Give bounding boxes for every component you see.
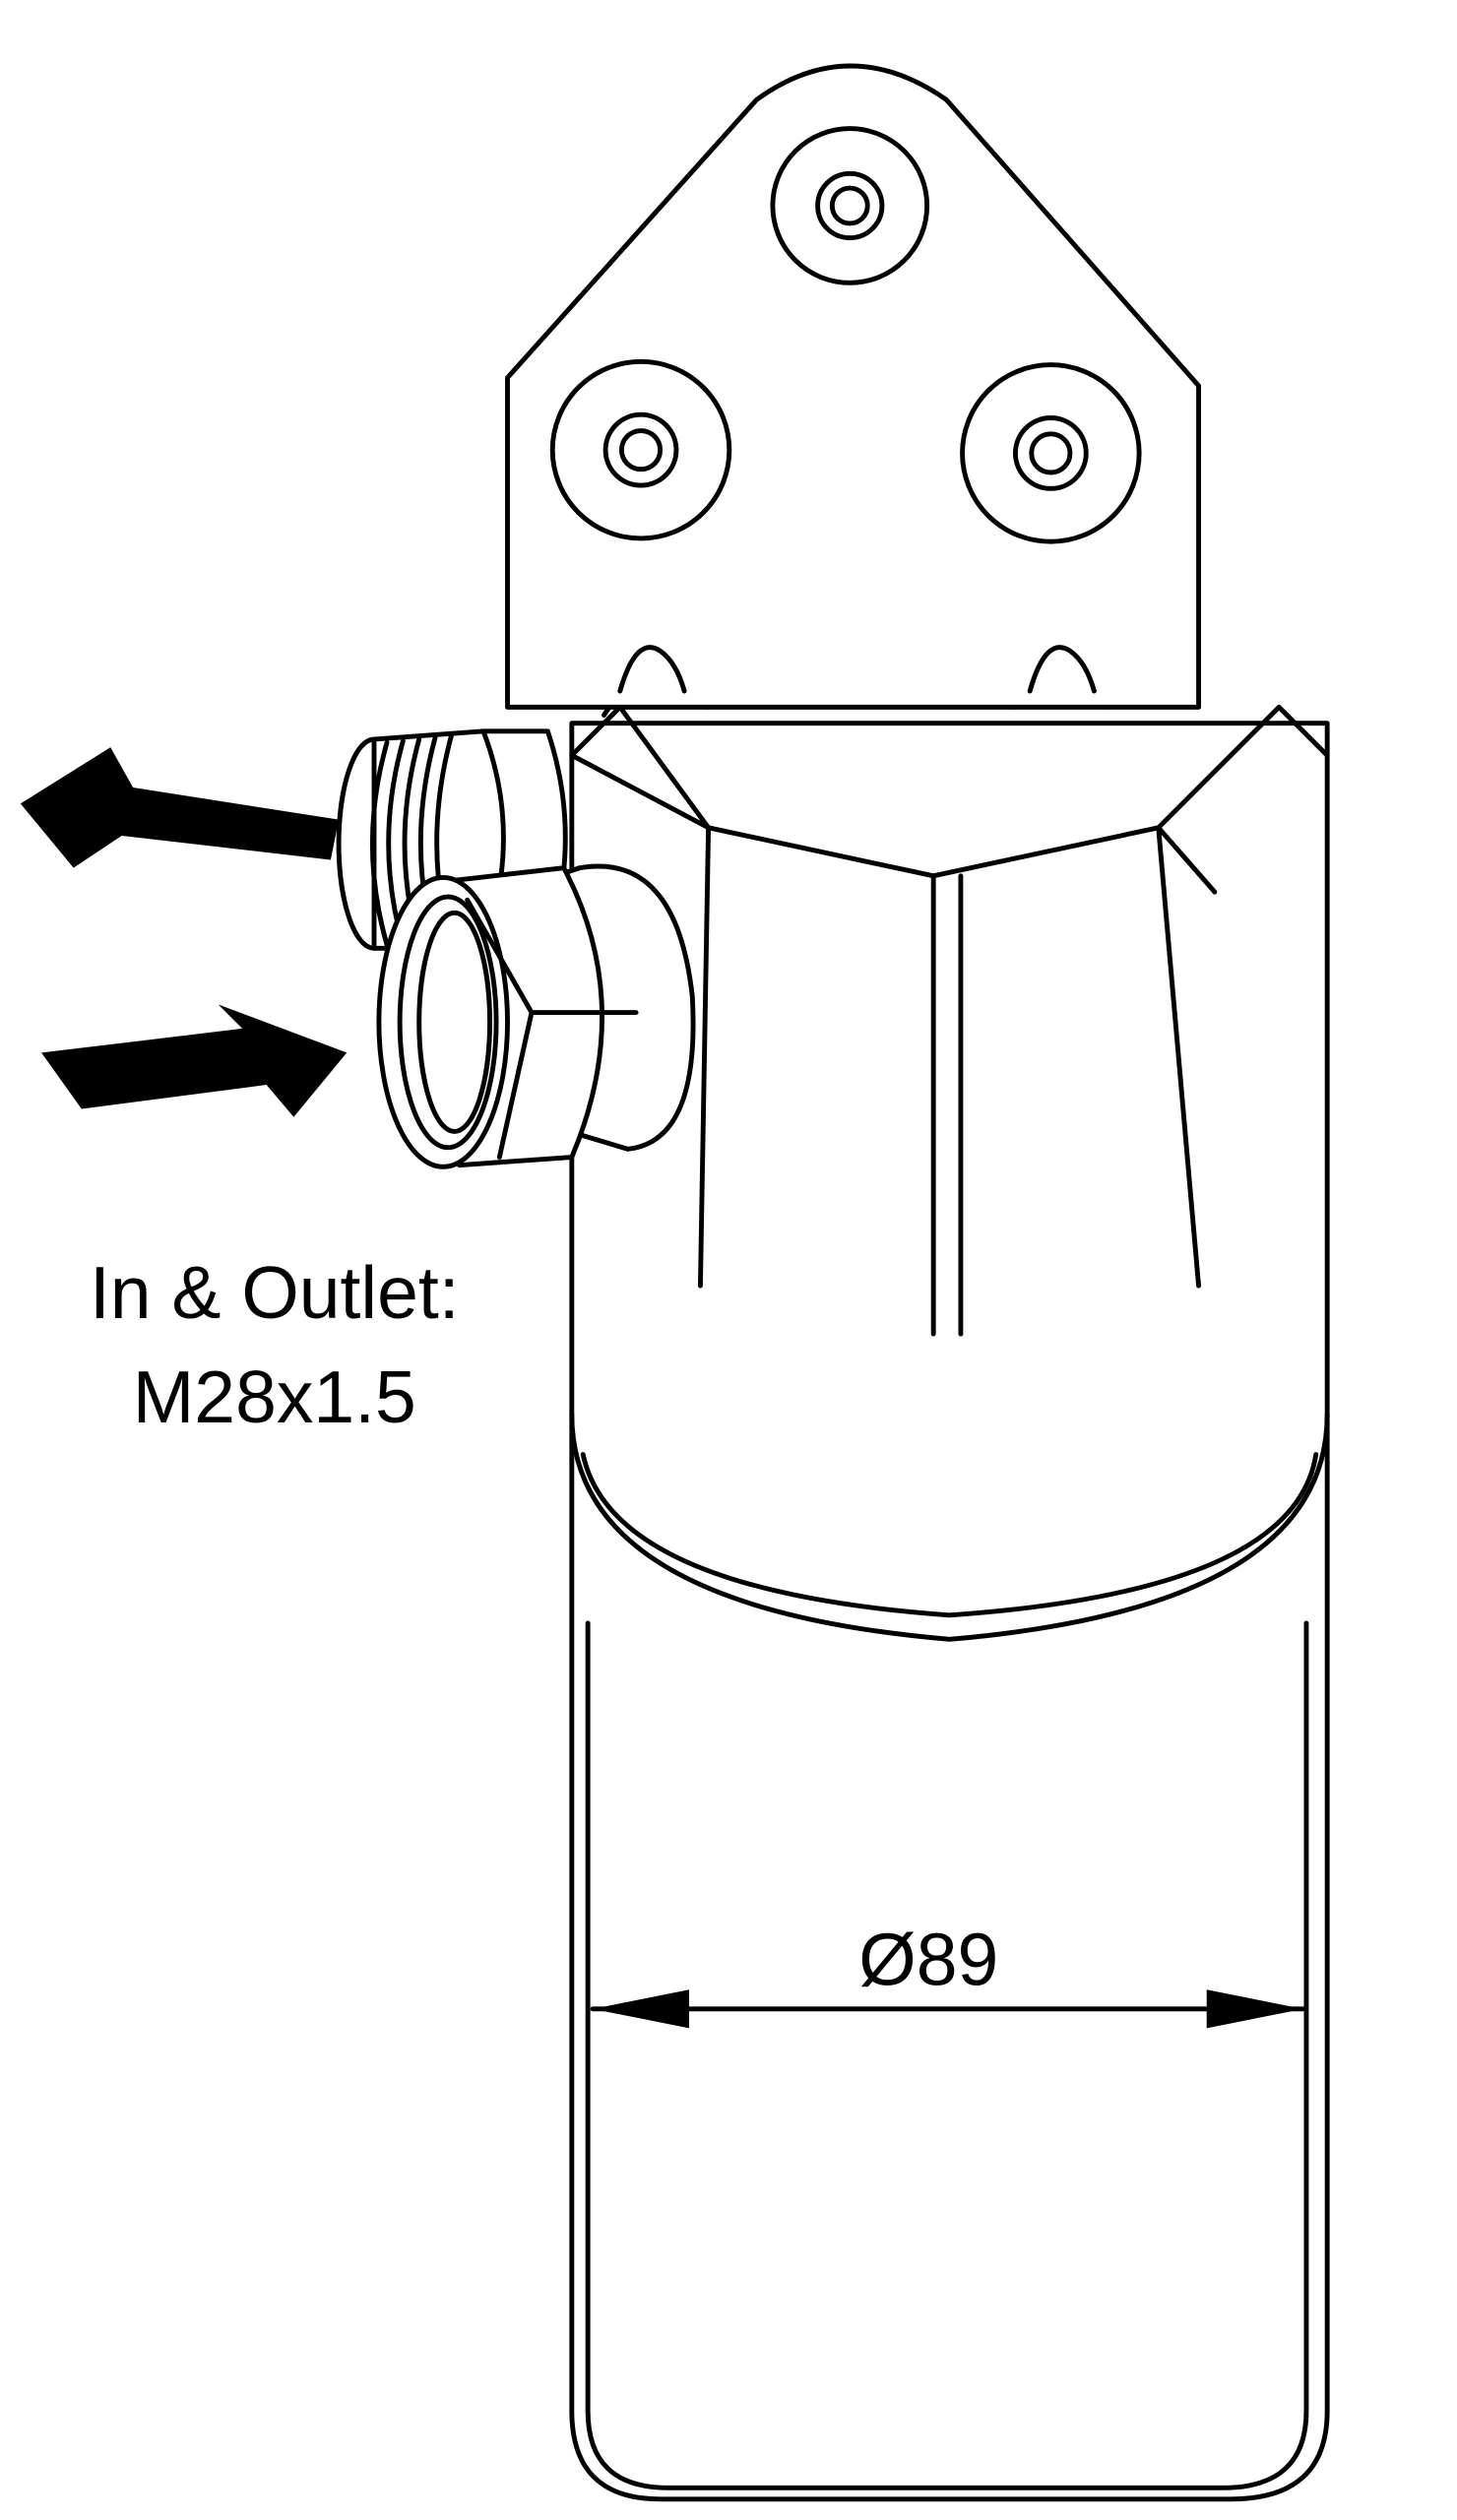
- mounting-bracket: [505, 63, 1201, 710]
- inlet-arrow-icon: [41, 1004, 348, 1117]
- connection-label-line1: In & Outlet:: [90, 1251, 460, 1334]
- diameter-label: Ø89: [858, 1918, 998, 2000]
- outlet-arrow-icon: [20, 747, 340, 868]
- diameter-dimension: Ø89: [590, 1918, 1306, 2029]
- connection-label-line2: M28x1.5: [133, 1355, 416, 1438]
- drier-body: [569, 664, 1330, 2502]
- inlet-fitting: [376, 863, 696, 1169]
